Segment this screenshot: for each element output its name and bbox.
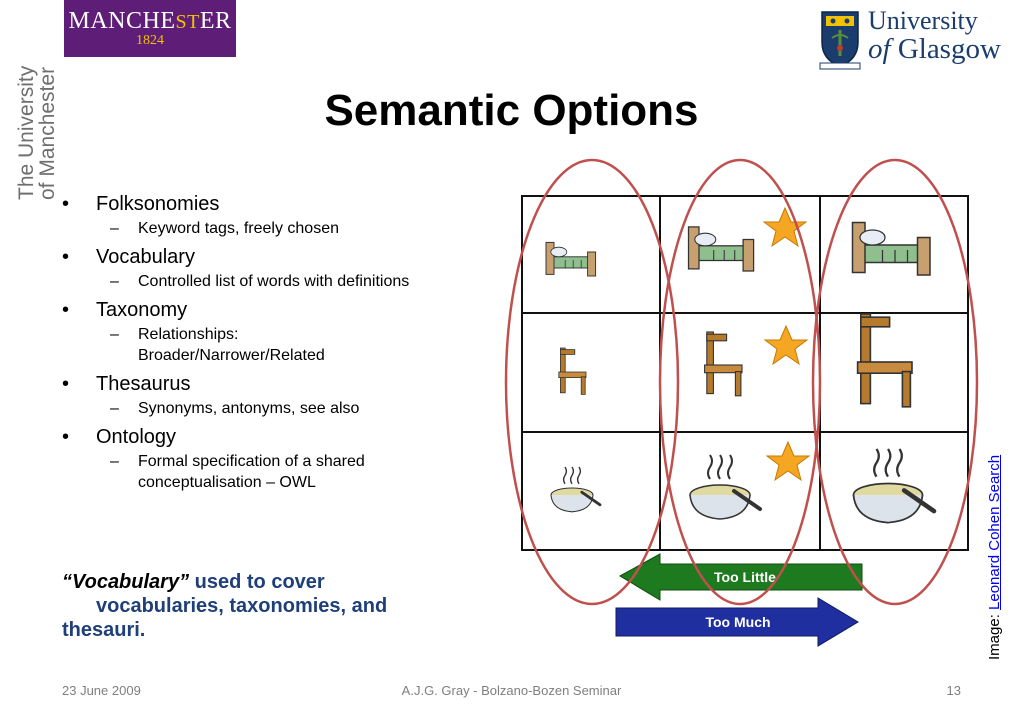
sub-bullet: Synonyms, antonyms, see also: [62, 398, 462, 419]
svg-text:Too Little: Too Little: [714, 569, 776, 585]
bullet-ontology: Ontology: [62, 425, 462, 449]
bullet-vocabulary: Vocabulary: [62, 245, 462, 269]
page-number: 13: [946, 683, 961, 698]
slide-title: Semantic Options: [324, 86, 699, 135]
image-credit: Image: Leonard Cohen Search: [986, 454, 1003, 660]
small-bed-icon: [545, 241, 597, 277]
medium-bed-icon: [687, 226, 755, 272]
goldilocks-figure: Too Little Too Much: [504, 158, 979, 647]
medium-bowl-icon: [688, 453, 762, 521]
sub-bullet: Relationships: Broader/Narrower/Related: [62, 324, 392, 366]
sub-bullet: Controlled list of words with definition…: [62, 271, 462, 292]
bullet-taxonomy: Taxonomy: [62, 298, 462, 322]
bullet-thesaurus: Thesaurus: [62, 372, 462, 396]
footer-date: 23 June 2009: [62, 683, 141, 698]
large-bowl-icon: [854, 449, 935, 523]
summary-text: “Vocabulary” used to cover vocabularies,…: [62, 571, 388, 641]
star-icon: [763, 207, 807, 247]
bullet-list: Folksonomies Keyword tags, freely chosen…: [62, 186, 462, 497]
medium-chair-icon: [704, 331, 743, 397]
too-much-arrow: Too Much: [615, 597, 859, 647]
large-chair-icon: [856, 313, 913, 408]
bullet-folksonomies: Folksonomies: [62, 192, 462, 216]
too-little-arrow: Too Little: [618, 553, 863, 601]
star-icon: [764, 325, 808, 365]
manchester-logo: MANCHESTER 1824: [64, 0, 236, 57]
svg-text:Too Much: Too Much: [705, 614, 770, 630]
large-bed-icon: [851, 221, 931, 276]
sub-bullet: Formal specification of a shared concept…: [62, 451, 462, 493]
footer-title: A.J.G. Gray - Bolzano-Bozen Seminar: [401, 683, 622, 698]
glasgow-crest-icon: [819, 11, 861, 70]
small-chair-icon: [558, 347, 587, 395]
column-ellipses: [504, 158, 979, 606]
small-bowl-icon: [549, 465, 602, 514]
sub-bullet: Keyword tags, freely chosen: [62, 218, 462, 239]
grid: [521, 195, 969, 551]
star-icon: [766, 441, 810, 481]
glasgow-logo-text: University of Glasgow: [868, 6, 1001, 65]
credit-link[interactable]: Leonard Cohen Search: [986, 454, 1003, 610]
manchester-year: 1824: [136, 33, 164, 48]
